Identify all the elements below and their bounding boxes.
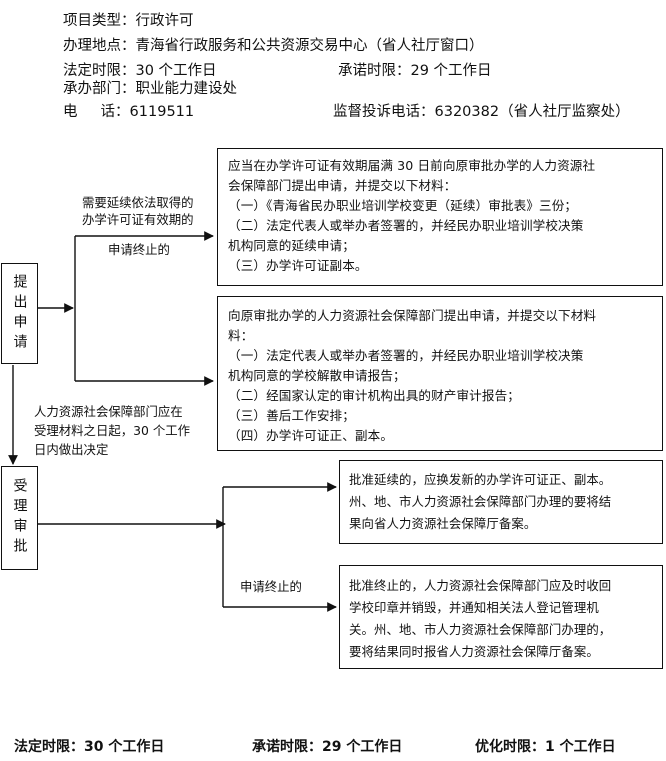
extension-note-2: 办学许可证有效期的 (82, 212, 194, 227)
handling-location: 办理地点：青海省行政服务和公共资源交易中心（省人社厅窗口） (63, 38, 484, 54)
extension-materials-box: 应当在办学许可证有效期届满 30 日前向原审批办学的人力资源社 会保障部门提出申… (217, 148, 663, 286)
promise-time-limit: 承诺时限：29 个工作日 (338, 63, 492, 79)
legal-time-limit: 法定时限：30 个工作日 (63, 63, 217, 79)
termination-result-box: 批准终止的，人力资源社会保障部门应及时收回 学校印章并销毁，并通知相关法人登记管… (339, 565, 663, 669)
accept-note-2: 受理材料之日起，30 个工作 (34, 423, 191, 438)
termination-materials-line: （一）法定代表人或举办者签署的，并经民办职业培训学校决策 (228, 348, 584, 363)
footer-promise-time: 承诺时限：29 个工作日 (252, 739, 403, 755)
termination-materials-line: 机构同意的学校解散申请报告； (228, 368, 406, 383)
termination-result-line: 学校印章并销毁，并通知相关法人登记管理机 (349, 600, 599, 615)
extension-materials-line: （一）《青海省民办职业培训学校变更（延续）审批表》三份； (228, 198, 578, 213)
extension-result-line: 批准延续的，应换发新的办学许可证正、副本。 (349, 472, 612, 487)
extension-materials-line: 机构同意的延续申请； (228, 238, 355, 253)
complaint-phone: 监督投诉电话：6320382（省人社厅监察处） (333, 104, 630, 120)
extension-materials-line: 应当在办学许可证有效期届满 30 日前向原审批办学的人力资源社 (228, 158, 596, 173)
project-type: 项目类型：行政许可 (63, 13, 194, 29)
termination-result-line: 关。州、地、市人力资源社会保障部门办理的， (349, 622, 612, 637)
termination-note-review: 申请终止的 (240, 579, 302, 594)
termination-note-apply: 申请终止的 (108, 242, 170, 257)
extension-materials-line: （二）法定代表人或举办者签署的，并经民办职业培训学校决策 (228, 218, 584, 233)
extension-materials-line: 会保障部门提出申请，并提交以下材料： (228, 178, 457, 193)
accept-note-1: 人力资源社会保障部门应在 (34, 404, 183, 419)
termination-materials-line: 料： (228, 328, 254, 343)
handling-department: 承办部门：职业能力建设处 (63, 81, 237, 97)
termination-materials-line: （三）善后工作安排； (228, 408, 355, 423)
footer-optimized-time: 优化时限：1 个工作日 (475, 739, 616, 755)
extension-result-line: 州、地、市人力资源社会保障部门办理的要将结 (349, 494, 612, 509)
extension-result-box: 批准延续的，应换发新的办学许可证正、副本。 州、地、市人力资源社会保障部门办理的… (339, 460, 663, 544)
extension-note-1: 需要延续依法取得的 (82, 195, 194, 210)
termination-materials-box: 向原审批办学的人力资源社会保障部门提出申请，并提交以下材料 料： （一）法定代表… (217, 296, 663, 451)
termination-result-line: 批准终止的，人力资源社会保障部门应及时收回 (349, 578, 612, 593)
footer-legal-time: 法定时限：30 个工作日 (14, 739, 165, 755)
extension-result-line: 果向省人力资源社会保障厅备案。 (349, 516, 537, 531)
stage-review: 受理审批 (1, 466, 38, 570)
phone: 电 话：6119511 (63, 104, 195, 120)
stage-apply: 提出申请 (1, 263, 38, 364)
termination-materials-line: （四）办学许可证正、副本。 (228, 428, 394, 443)
termination-materials-line: （二）经国家认定的审计机构出具的财产审计报告； (228, 388, 520, 403)
accept-note-3: 日内做出决定 (34, 442, 109, 457)
termination-materials-line: 向原审批办学的人力资源社会保障部门提出申请，并提交以下材料 (228, 308, 597, 323)
stage-apply-label: 提出申请 (11, 273, 28, 354)
termination-result-line: 要将结果同时报省人力资源社会保障厅备案。 (349, 644, 599, 659)
extension-materials-line: （三）办学许可证副本。 (228, 258, 368, 273)
stage-review-label: 受理审批 (11, 478, 28, 558)
